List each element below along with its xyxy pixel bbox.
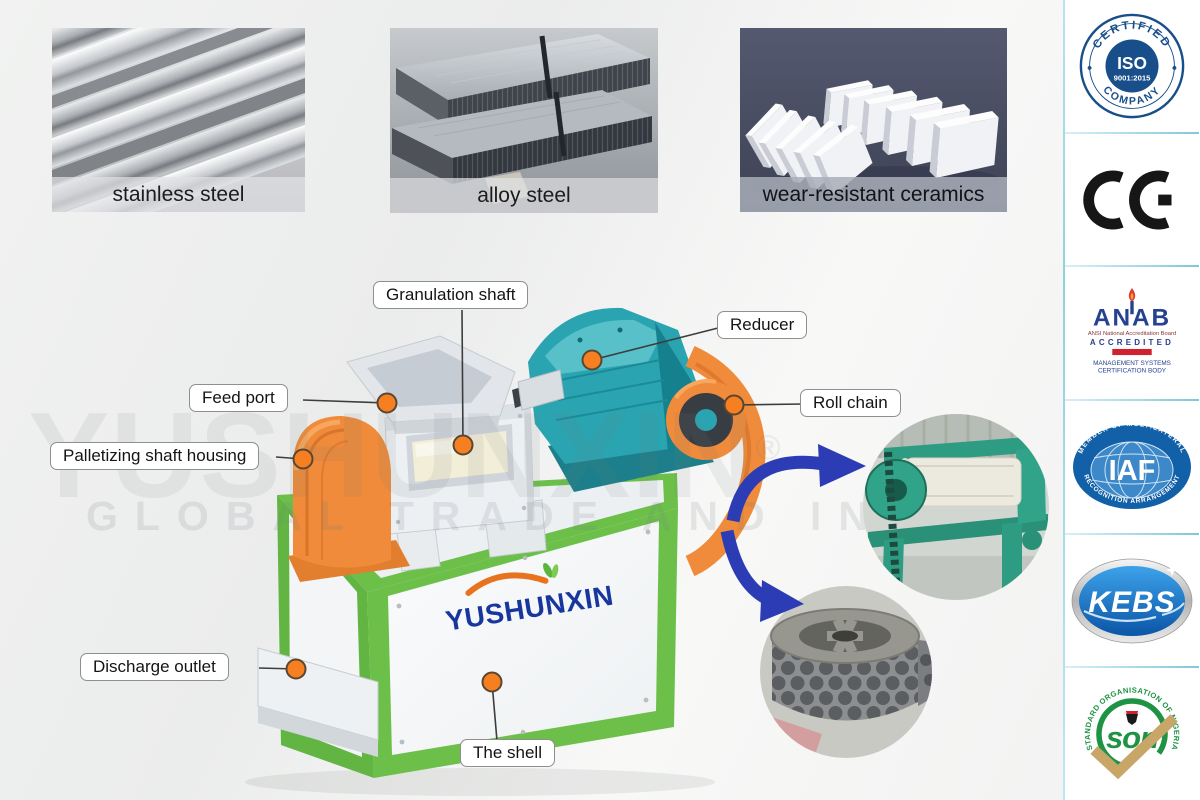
machine-logo-text: YUSHUNXIN <box>443 580 615 637</box>
anab-scope1-text: MANAGEMENT SYSTEMS <box>1093 360 1171 367</box>
granulator-unit <box>346 335 547 572</box>
detail-photo-roller-granulator <box>863 414 1049 600</box>
machine-shadow <box>245 768 715 796</box>
palletizing-housing <box>288 416 410 582</box>
anab-logo-icon: ANAB ANSI National Accreditation Board A… <box>1087 288 1176 375</box>
cert-kebs: KEBS <box>1063 535 1200 667</box>
roll-chain-belt <box>666 345 766 577</box>
iaf-logo-icon: MEMBER OF MULTILATERAL RECOGNITION ARRAN… <box>1072 422 1191 509</box>
flow-arrow-down <box>720 529 804 622</box>
reducer-gearbox <box>512 307 714 492</box>
callout-feed-port: Feed port <box>189 384 288 412</box>
certification-sidebar: CERTIFIED COMPANY ISO 9001:2015 CE <box>1063 0 1200 800</box>
caption-stainless-steel: stainless steel <box>52 177 305 212</box>
callout-granulation-shaft: Granulation shaft <box>373 281 529 309</box>
sidebar-divider <box>1064 131 1199 134</box>
sidebar-divider <box>1064 265 1199 268</box>
iso-name-text: ISO <box>1117 53 1147 73</box>
callout-the-shell: The shell <box>460 739 555 767</box>
sidebar-divider <box>1064 399 1199 402</box>
iso-standard-text: 9001:2015 <box>1113 73 1151 82</box>
callout-point-markers <box>285 349 745 693</box>
flow-arrow-up <box>726 444 866 523</box>
cert-ce: CE <box>1063 134 1200 266</box>
caption-wear-resistant-ceramics: wear-resistant ceramics <box>740 177 1007 212</box>
discharge-chute <box>257 647 379 757</box>
callout-roll-chain: Roll chain <box>800 389 901 417</box>
photo-alloy-steel: alloy steel <box>390 28 658 213</box>
iso-9001-badge-icon: CERTIFIED COMPANY ISO 9001:2015 <box>1079 13 1184 119</box>
callout-discharge-outlet: Discharge outlet <box>80 653 229 681</box>
son-logo-icon: STANDARD ORGANISATION OF NIGERIA son <box>1082 686 1180 780</box>
cabinet-shell <box>277 473 678 778</box>
callout-leader-lines <box>258 309 805 742</box>
caption-alloy-steel: alloy steel <box>390 178 658 213</box>
sidebar-divider <box>1064 666 1199 669</box>
cert-iaf: MEMBER OF MULTILATERAL RECOGNITION ARRAN… <box>1063 401 1200 533</box>
sidebar-divider <box>1064 532 1199 535</box>
iaf-name-text: IAF <box>1108 455 1155 487</box>
callout-reducer: Reducer <box>717 311 808 339</box>
brand-watermark-tagline: GLOBAL TRADE AND INDUSTRY <box>86 493 1155 539</box>
photo-stainless-steel: stainless steel <box>52 28 305 212</box>
photo-wear-resistant-ceramics: wear-resistant ceramics <box>740 28 1007 212</box>
cert-iso: CERTIFIED COMPANY ISO 9001:2015 <box>1063 0 1200 132</box>
anab-scope2-text: CERTIFICATION BODY <box>1097 368 1166 375</box>
anab-status-text: ACCREDITED <box>1089 338 1173 347</box>
anab-org-text: ANSI National Accreditation Board <box>1087 331 1175 337</box>
cert-anab: ANAB ANSI National Accreditation Board A… <box>1063 267 1200 399</box>
cert-son: STANDARD ORGANISATION OF NIGERIA son <box>1063 668 1200 800</box>
sidebar-divider-vertical <box>1063 0 1065 800</box>
mesh-vent <box>410 494 486 528</box>
nigeria-coat-of-arms-icon <box>1123 711 1140 726</box>
watermark-registered-mark: ® <box>755 429 782 467</box>
machine-logo: YUSHUNXIN <box>443 562 616 637</box>
kebs-name-text: KEBS <box>1088 586 1175 619</box>
ce-mark-icon: CE <box>1082 169 1172 230</box>
detail-photo-press-roller <box>760 586 932 758</box>
anab-name-text: ANAB <box>1093 305 1171 332</box>
kebs-logo-icon: KEBS <box>1071 558 1192 643</box>
callout-palletizing-shaft-housing: Palletizing shaft housing <box>50 442 260 470</box>
